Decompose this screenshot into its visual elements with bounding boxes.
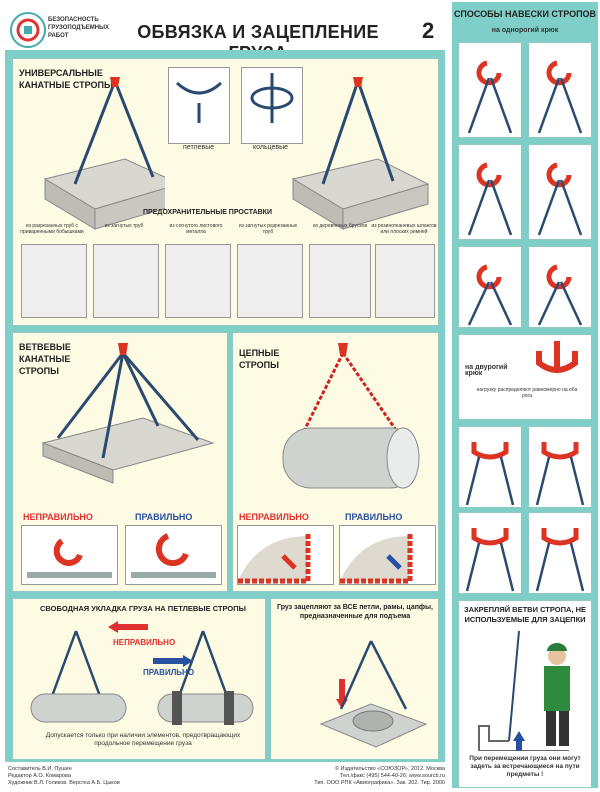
universal-panel: УНИВЕРСАЛЬНЫЕ КАНАТНЫЕ СТРОПЫ петлевые к… (12, 58, 439, 326)
ring-label: кольцевые (253, 144, 289, 151)
footer-publisher: © Издательство «СОЮЗОР», 2012. Москва Те… (314, 766, 445, 786)
header: БЕЗОПАСНОСТЬ ГРУЗОПОДЪЕМНЫХ РАБОТ ОБВЯЗК… (0, 0, 448, 63)
all-loops-title: Груз зацепляют за ВСЕ петли, рамы, цапфы… (277, 604, 433, 620)
spacer-image-5 (309, 244, 371, 318)
chain-wrong-label: НЕПРАВИЛЬНО (239, 512, 309, 522)
sidebar: СПОСОБЫ НАВЕСКИ СТРОПОВ на однорогий крю… (452, 2, 598, 788)
free-placement-panel: СВОБОДНАЯ УКЛАДКА ГРУЗА НА ПЕТЛЕВЫЕ СТРО… (12, 598, 266, 760)
logo-text: БЕЗОПАСНОСТЬ ГРУЗОПОДЪЕМНЫХ РАБОТ (48, 17, 110, 39)
single-hook-image-6 (528, 246, 592, 328)
single-hook-image-2 (528, 42, 592, 138)
double-hook-note: нагрузку распределяют равномерно на оба … (476, 387, 578, 399)
secure-branches-box: ЗАКРЕПЛЯЙ ВЕТВИ СТРОПА, НЕ ИСПОЛЬЗУЕМЫЕ … (458, 600, 592, 788)
loop-sling-icon (175, 81, 223, 123)
universal-title: УНИВЕРСАЛЬНЫЕ КАНАТНЫЕ СТРОПЫ (19, 68, 113, 90)
pipe-illustration-right (157, 630, 254, 725)
single-hook-label: на однорогий крюк (491, 27, 559, 34)
all-loops-panel: Груз зацепляют за ВСЕ петли, рамы, цапфы… (270, 598, 439, 760)
secure-branches-note: При перемещении груза они могут задеть з… (469, 755, 581, 778)
right-arrow-icon (153, 655, 193, 667)
single-hook-image-3 (458, 144, 522, 240)
free-placement-note: Допускается только при наличии элементов… (45, 732, 241, 747)
chain-wrong-image (237, 525, 334, 585)
ring-sling-icon (250, 73, 294, 123)
sheet-number: 2 (422, 18, 435, 43)
double-hook-image-4 (528, 512, 592, 594)
free-placement-right: ПРАВИЛЬНО (143, 668, 195, 677)
free-placement-wrong: НЕПРАВИЛЬНО (113, 638, 176, 647)
slab-ring-illustration (291, 77, 430, 230)
loop-sling-box (168, 67, 230, 144)
secure-branches-title: ЗАКРЕПЛЯЙ ВЕТВИ СТРОПА, НЕ ИСПОЛЬЗУЕМЫЕ … (463, 605, 587, 624)
branch-right-label: ПРАВИЛЬНО (135, 512, 193, 522)
double-hook-box: на двурогий крюк нагрузку распределяют р… (458, 334, 592, 420)
spacer-label-5: из деревянных брусков (312, 223, 368, 229)
branch-wrong-label: НЕПРАВИЛЬНО (23, 512, 93, 522)
spacer-image-1 (21, 244, 87, 318)
chain-right-image (339, 525, 436, 585)
single-hook-image-1 (458, 42, 522, 138)
chain-panel: ЦЕПНЫЕ СТРОПЫ НЕПРАВИЛЬНО ПРАВИЛЬНО (232, 332, 439, 592)
slab-loop-illustration (43, 77, 165, 230)
spacer-label-3: из согнутого листового металла (169, 223, 223, 235)
chain-right-label: ПРАВИЛЬНО (345, 512, 403, 522)
pipe-illustration-wrong (30, 630, 127, 723)
spacer-image-2 (93, 244, 159, 318)
logo-icon (10, 12, 46, 48)
chain-sling-illustration (282, 343, 420, 489)
spacer-label-1: из разрезанных труб с приваренными бобыш… (20, 223, 84, 235)
single-hook-image-5 (458, 246, 522, 328)
chain-title: ЦЕПНЫЕ СТРОПЫ (239, 348, 280, 370)
spacer-label-4: из загнутых разрезанных труб (238, 223, 298, 235)
wrong-arrow-icon (108, 621, 148, 633)
branch-panel: ВЕТВЕВЫЕ КАНАТНЫЕ СТРОПЫ НЕПРАВИЛЬНО ПРА… (12, 332, 228, 592)
footer-authors: Составитель В.И. Пушин Редактор А.О. Ком… (8, 766, 120, 786)
spacers-title: ПРЕДОХРАНИТЕЛЬНЫЕ ПРОСТАВКИ (143, 209, 272, 216)
spacer-image-6 (375, 244, 435, 318)
worker-illustration (478, 631, 570, 751)
branch-right-image (125, 525, 222, 585)
free-placement-title: СВОБОДНАЯ УКЛАДКА ГРУЗА НА ПЕТЛЕВЫЕ СТРО… (40, 604, 246, 613)
double-hook-image-1 (458, 426, 522, 508)
bearing-housing-illustration (319, 640, 428, 748)
spacer-label-6: из резинотканевых шлангов или плоских ре… (371, 223, 437, 235)
spacer-label-2: из загнутых труб (104, 223, 144, 229)
branch-wrong-image (21, 525, 118, 585)
sidebar-title: СПОСОБЫ НАВЕСКИ СТРОПОВ (453, 9, 597, 19)
branch-title: ВЕТВЕВЫЕ КАНАТНЫЕ СТРОПЫ (19, 342, 71, 376)
double-hook-label: на двурогий крюк (465, 364, 508, 377)
spacer-image-3 (165, 244, 231, 318)
double-hook-image-3 (458, 512, 522, 594)
ring-sling-box (241, 67, 303, 144)
branch-sling-illustration (41, 343, 215, 484)
single-hook-image-4 (528, 144, 592, 240)
double-hook-icon (536, 341, 578, 373)
loop-label: петлевые (183, 144, 215, 151)
double-hook-image-2 (528, 426, 592, 508)
spacer-image-4 (237, 244, 303, 318)
